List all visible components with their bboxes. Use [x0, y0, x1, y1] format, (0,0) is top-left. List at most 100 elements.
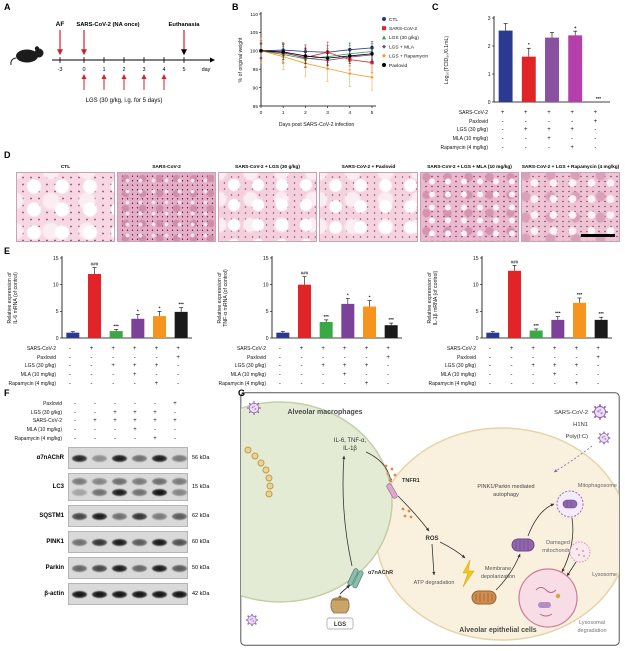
- bar: [573, 302, 586, 338]
- matrix-row: MLA (10 mg/kg)---+--: [214, 371, 410, 380]
- histology-tile: SARS-CoV-2 + LGS + MLA (10 mg/kg): [420, 158, 519, 242]
- day-label: day: [202, 67, 211, 73]
- matrix-row-label: Rapamycin (4 mg/kg): [440, 144, 488, 151]
- y-tick-label: 10: [263, 282, 269, 288]
- matrix-sign: -: [365, 354, 368, 361]
- y-tick-label: 85: [253, 104, 259, 110]
- bar: [363, 306, 376, 338]
- mitophagosome-label: Mitophagosome: [578, 483, 617, 489]
- virus-icon: [246, 400, 262, 416]
- scale-bar: [581, 234, 615, 237]
- protein-band: [91, 455, 107, 463]
- matrix-row-label: MLA (10 mg/kg): [440, 372, 476, 379]
- protein-band: [171, 565, 187, 573]
- y-tick-label: 10: [473, 282, 479, 288]
- virus-icon: [591, 403, 609, 421]
- matrix-sign: -: [343, 380, 346, 387]
- significance-label: *: [159, 305, 161, 310]
- significance-label: ***: [533, 323, 539, 328]
- matrix-sign: +: [500, 110, 505, 117]
- matrix-row: Paxlovid----+: [434, 118, 620, 127]
- matrix-sign: +: [524, 127, 528, 134]
- matrix-sign: -: [488, 363, 491, 370]
- matrix-sign: -: [488, 372, 491, 379]
- panel-g-label: G: [238, 388, 246, 398]
- x-axis-title: Days post SARS-CoV-2 infection: [279, 122, 355, 128]
- bar: [88, 274, 101, 338]
- blot-image: [68, 504, 188, 527]
- blot-image: [68, 472, 188, 501]
- bar: [529, 330, 543, 338]
- a7nachr-label: α7nAChR: [368, 570, 393, 576]
- matrix-sign: -: [68, 363, 71, 370]
- matrix-sign: -: [174, 435, 176, 442]
- matrix-row-label: Paxlovid: [457, 354, 476, 361]
- matrix-row-label: Rapamycin (4 mg/kg): [218, 380, 266, 387]
- matrix-row-label: Paxlovid: [37, 354, 56, 361]
- bar: [521, 56, 536, 102]
- panel-c-label: C: [432, 2, 439, 12]
- matrix-sign: +: [176, 346, 180, 353]
- histology-title: SARS-CoV-2 + LGS + MLA (10 mg/kg): [427, 165, 512, 171]
- series-line: [260, 50, 373, 60]
- matrix-sign: -: [68, 346, 71, 353]
- matrix-row: SARS-CoV-2-+++++: [4, 345, 200, 354]
- panel-a-label: A: [4, 2, 11, 12]
- protein-band: [71, 477, 87, 485]
- matrix-sign: +: [173, 401, 177, 408]
- epithelial-label: Alveolar epithelial cells: [459, 627, 537, 634]
- mitochondria-icon: [471, 590, 497, 605]
- bar: [341, 303, 355, 338]
- histology-title: SARS-CoV-2 + LGS (30 g/kg): [235, 165, 300, 171]
- timeline-diagram: AF SARS-CoV-2 (NA once) Euthanasia -3 0 …: [10, 21, 215, 104]
- matrix-sign: -: [594, 144, 597, 151]
- matrix-sign: -: [154, 427, 156, 434]
- series-line: [260, 50, 373, 59]
- kda-label: 56 kDa: [192, 454, 210, 461]
- series-line: [260, 50, 373, 78]
- matrix-sign: -: [90, 354, 93, 361]
- protein-band: [71, 565, 87, 573]
- matrix-sign: -: [155, 372, 158, 379]
- y-tick-label: 5: [266, 309, 269, 315]
- histology-title: SARS-CoV-2 + LGS + Rapamycin (4 mg/kg): [521, 165, 620, 171]
- matrix-sign: +: [547, 127, 551, 134]
- bar: [384, 325, 398, 338]
- matrix-sign: -: [532, 380, 535, 387]
- matrix-sign: -: [501, 136, 504, 143]
- bar: [594, 319, 608, 338]
- histology-image: [319, 172, 418, 242]
- matrix-row: Rapamycin (4 mg/kg)----+-: [424, 379, 620, 388]
- y-tick-label: 15: [473, 256, 479, 262]
- matrix-sign: -: [74, 427, 76, 434]
- af-label: AF: [56, 21, 65, 28]
- protein-band: [111, 513, 127, 521]
- damaged-label: Damaged: [546, 540, 570, 546]
- tick-label: 4: [162, 67, 165, 73]
- tnfr1-to-ros-arrow: [397, 495, 430, 532]
- y-tick-label: 110: [250, 12, 258, 18]
- matrix-sign: -: [571, 118, 574, 125]
- y-tick-label: 15: [53, 256, 59, 262]
- significance-label: ***: [555, 311, 561, 316]
- matrix-sign: +: [133, 346, 137, 353]
- matrix-row-label: Paxlovid: [469, 118, 488, 125]
- series-marker: [325, 66, 330, 71]
- matrix-sign: -: [94, 427, 96, 434]
- protein-band: [151, 513, 167, 521]
- y-tick-label: 10: [53, 282, 59, 288]
- matrix-row: MLA (10 mg/kg)---+--: [424, 371, 620, 380]
- protein-band: [131, 565, 147, 573]
- damaged-to-mitophagosome-arrow: [527, 503, 555, 537]
- matrix-sign: -: [114, 435, 116, 442]
- matrix-row: MLA (10 mg/kg)---+--: [4, 371, 200, 380]
- matrix-sign: +: [111, 363, 115, 370]
- protein-band: [151, 565, 167, 573]
- matrix-sign: +: [547, 136, 551, 143]
- legend-label: LGS + MLA: [389, 44, 415, 50]
